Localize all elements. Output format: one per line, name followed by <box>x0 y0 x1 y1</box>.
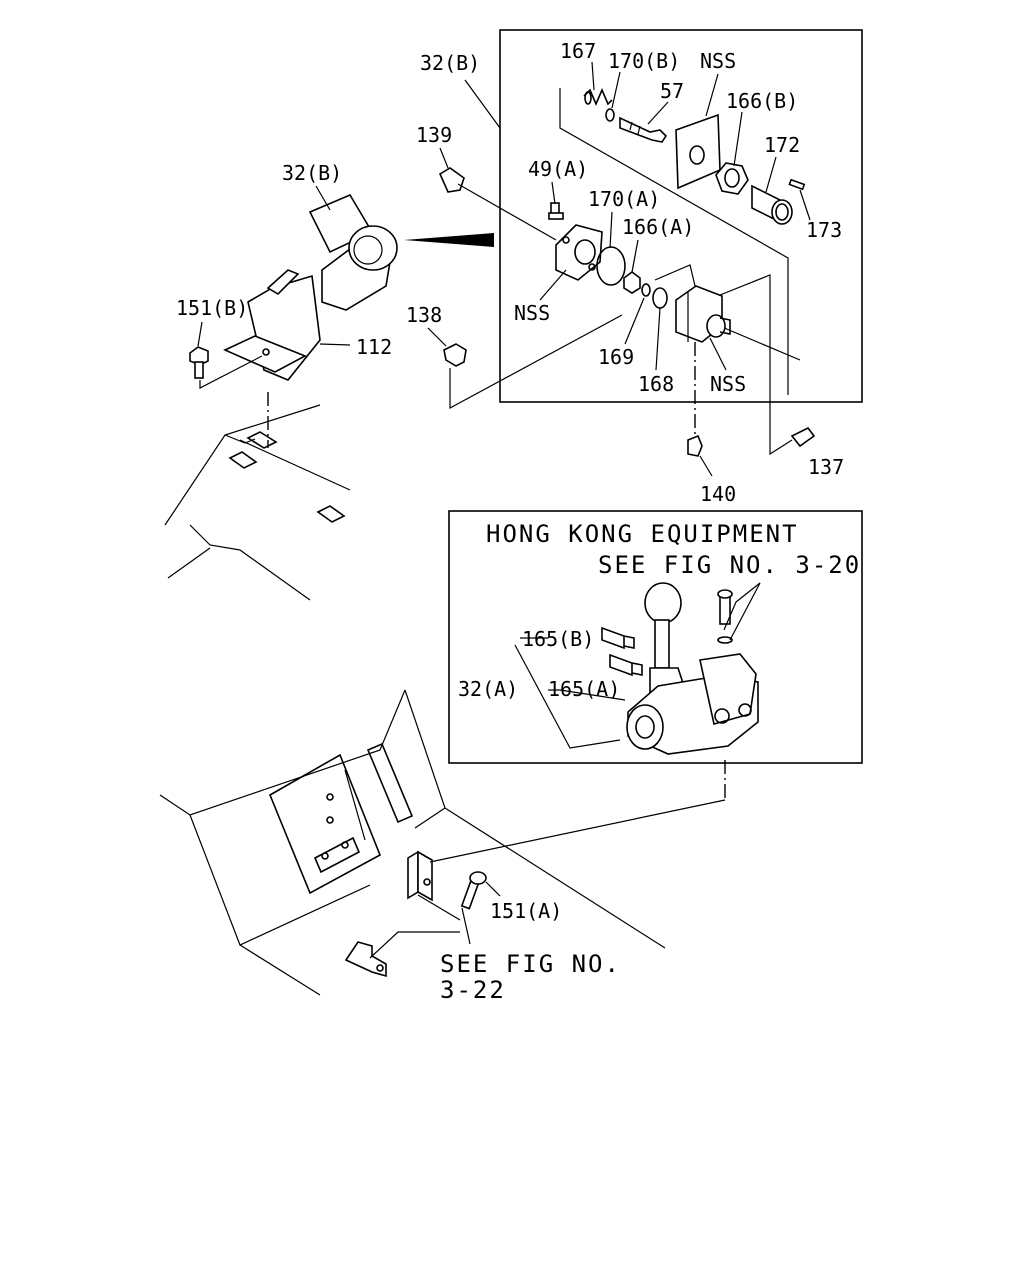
label-151a: 151(A) <box>490 899 562 923</box>
bracket-lower <box>407 760 726 921</box>
label-nss-right: NSS <box>710 372 746 396</box>
label-169: 169 <box>598 345 634 369</box>
label-165b: 165(B) <box>522 627 594 651</box>
label-166a: 166(A) <box>622 215 694 239</box>
clip-bottom <box>344 931 460 978</box>
floor-panel-lower <box>159 689 666 996</box>
nut-166a <box>623 271 641 294</box>
label-167: 167 <box>560 39 596 63</box>
pin-173 <box>788 178 806 191</box>
gasket-plate-nss <box>675 113 721 190</box>
bolt-151b <box>189 346 263 389</box>
label-172: 172 <box>764 133 800 157</box>
label-173: 173 <box>806 218 842 242</box>
label-170a: 170(A) <box>588 187 660 211</box>
label-57: 57 <box>660 79 684 103</box>
spring-167 <box>583 87 613 107</box>
knob-32a <box>644 582 688 693</box>
pull-knob-assembly-32b <box>308 185 494 311</box>
fitting-139 <box>438 167 557 241</box>
washer-169 <box>641 283 651 297</box>
label-nss-top: NSS <box>700 49 736 73</box>
label-32b-top: 32(B) <box>420 51 480 75</box>
hk-see-fig-note: SEE FIG NO. 3-20 <box>598 551 861 579</box>
knob-sleeve-172 <box>751 184 793 225</box>
hong-kong-equipment-box <box>448 510 863 764</box>
label-nss-left: NSS <box>514 301 550 325</box>
fitting-165a <box>609 653 643 677</box>
plunger-57 <box>619 116 668 143</box>
screw-49a <box>548 202 564 220</box>
valve-body-32a <box>626 653 759 755</box>
label-170b: 170(B) <box>608 49 680 73</box>
fitting-165b <box>601 626 635 650</box>
see-fig-note-line2: 3-22 <box>440 976 506 1004</box>
label-165a: 165(A) <box>548 677 620 701</box>
see-fig-note-line1: SEE FIG NO. <box>440 950 621 978</box>
label-32a: 32(A) <box>458 677 518 701</box>
label-166b: 166(B) <box>726 89 798 113</box>
detail-box-valve-assembly <box>464 29 863 403</box>
label-139: 139 <box>416 123 452 147</box>
label-32b-left: 32(B) <box>282 161 342 185</box>
floor-panel-upper <box>164 404 351 601</box>
valve-body-nss <box>675 285 731 343</box>
bolt-151a <box>460 871 501 945</box>
screw-top <box>717 582 761 644</box>
o-ring-170a <box>596 246 626 286</box>
elbow-fitting-138 <box>443 314 623 410</box>
label-168: 168 <box>638 372 674 396</box>
plug-140 <box>687 342 713 477</box>
label-151b: 151(B) <box>176 296 248 320</box>
label-140: 140 <box>700 482 736 506</box>
fitting-137 <box>769 395 816 456</box>
bracket-112 <box>223 269 351 448</box>
hex-nut-166b <box>715 162 749 195</box>
label-137: 137 <box>808 455 844 479</box>
label-49a: 49(A) <box>528 157 588 181</box>
label-138: 138 <box>406 303 442 327</box>
flange-nss <box>555 224 603 281</box>
label-112: 112 <box>356 335 392 359</box>
o-ring-170b <box>605 108 615 122</box>
washer-168 <box>652 287 668 309</box>
hk-equipment-title: HONG KONG EQUIPMENT <box>486 520 799 548</box>
